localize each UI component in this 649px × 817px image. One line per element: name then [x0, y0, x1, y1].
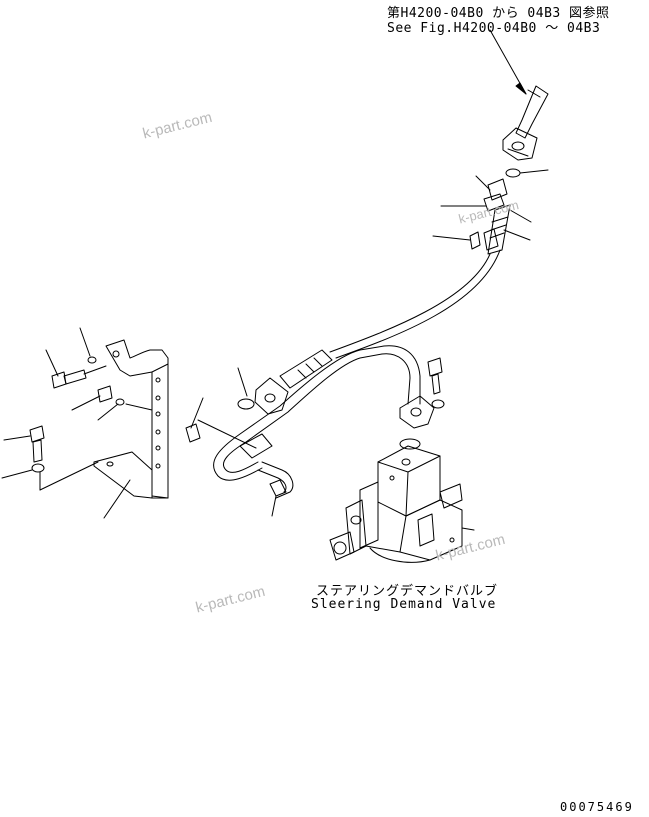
mounting-bracket	[93, 339, 169, 499]
mid-o-ring	[237, 398, 255, 410]
document-number: 00075469	[560, 800, 634, 814]
reference-arrow-head	[515, 82, 527, 95]
valve-label-en: Sleering Demand Valve	[311, 597, 497, 612]
valve-side-flange	[399, 395, 435, 429]
rigid-tube	[213, 345, 435, 481]
o-ring	[505, 168, 521, 178]
upper-pipe-assembly	[489, 29, 549, 161]
upper-flange	[502, 127, 538, 161]
tube-clamp	[185, 423, 201, 443]
bracket-fasteners	[1, 327, 153, 519]
upper-pipe	[515, 85, 549, 139]
bracket-washer-lower	[31, 463, 45, 473]
bracket-bolt-lower	[29, 425, 45, 443]
valve-bolt	[399, 357, 445, 450]
long-hose	[329, 249, 501, 359]
reference-text-jp: 第H4200-04B0 から 04B3 図参照	[387, 6, 610, 21]
hose-end-fitting	[237, 349, 333, 415]
steering-demand-valve	[329, 445, 475, 563]
reference-text-en: See Fig.H4200-04B0 ～ 04B3	[387, 21, 601, 36]
clamp-half-lower	[483, 193, 505, 212]
valve-label-jp: ステアリングデマンドバルブ	[316, 584, 499, 599]
bracket-bolt-upper	[51, 371, 67, 389]
mid-flange	[254, 377, 289, 415]
upper-fittings	[432, 168, 549, 251]
upper-hose	[487, 204, 532, 255]
clamp-half-upper	[487, 178, 508, 201]
valve-o-ring	[399, 438, 421, 450]
bracket-nut	[97, 385, 113, 403]
bracket-washer-upper	[87, 356, 97, 364]
elbow-fitting	[185, 397, 294, 517]
